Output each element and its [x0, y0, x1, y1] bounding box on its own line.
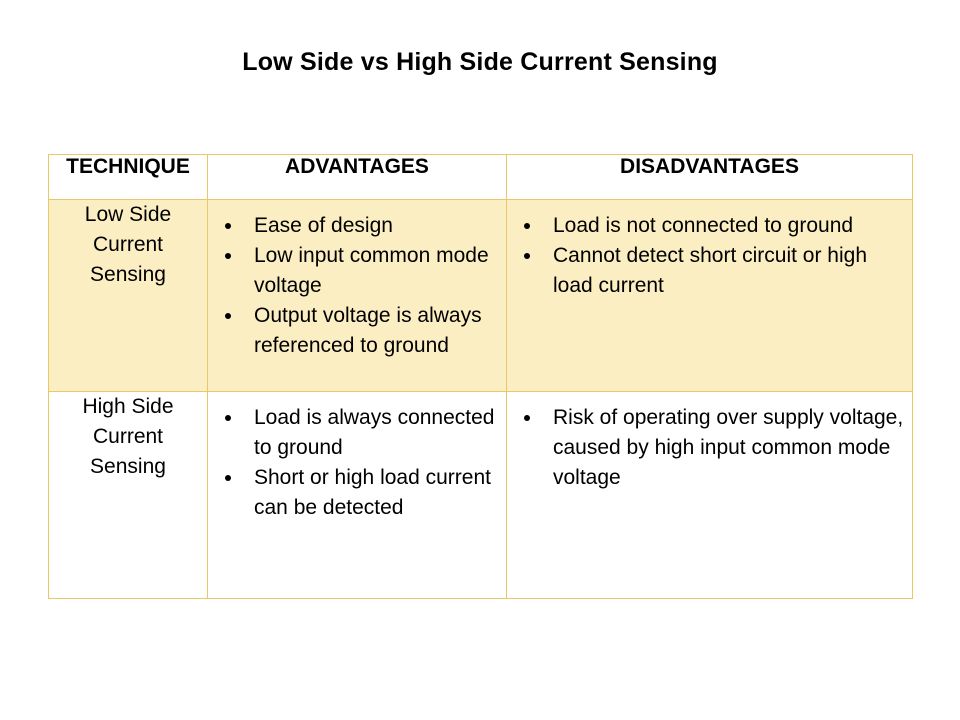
disadvantages-list: Risk of operating over supply voltage, c…: [507, 392, 912, 501]
disadvantages-list: Load is not connected to ground Cannot d…: [507, 200, 912, 309]
column-header-advantages: ADVANTAGES: [207, 154, 507, 200]
page-title: Low Side vs High Side Current Sensing: [242, 48, 718, 76]
table-row: Low Side Current Sensing Ease of design …: [48, 199, 913, 392]
technique-line: Current: [92, 233, 164, 256]
cell-technique-high-side: High Side Current Sensing: [48, 391, 208, 599]
advantages-list: Ease of design Low input common mode vol…: [208, 200, 506, 369]
cell-disadvantages-high-side: Risk of operating over supply voltage, c…: [506, 391, 913, 599]
table-row: High Side Current Sensing Load is always…: [48, 391, 913, 599]
list-item: Low input common mode voltage: [221, 241, 498, 301]
technique-line: Current: [92, 425, 164, 448]
list-item: Output voltage is always referenced to g…: [221, 301, 498, 361]
list-item: Load is always connected to ground: [221, 403, 498, 463]
technique-line: Sensing: [90, 263, 166, 286]
technique-line: High Side: [82, 395, 174, 418]
table-header-row: TECHNIQUE ADVANTAGES DISADVANTAGES: [48, 154, 913, 200]
cell-advantages-high-side: Load is always connected to ground Short…: [207, 391, 507, 599]
list-item: Risk of operating over supply voltage, c…: [520, 403, 904, 493]
column-header-disadvantages: DISADVANTAGES: [506, 154, 913, 200]
list-item: Cannot detect short circuit or high load…: [520, 241, 904, 301]
column-header-technique: TECHNIQUE: [48, 154, 208, 200]
list-item: Short or high load current can be detect…: [221, 463, 498, 523]
advantages-list: Load is always connected to ground Short…: [208, 392, 506, 531]
list-item: Load is not connected to ground: [520, 211, 904, 241]
comparison-table: TECHNIQUE ADVANTAGES DISADVANTAGES Low S…: [48, 154, 913, 599]
technique-line: Sensing: [90, 455, 166, 478]
list-item: Ease of design: [221, 211, 498, 241]
cell-advantages-low-side: Ease of design Low input common mode vol…: [207, 199, 507, 392]
technique-line: Low Side: [84, 203, 172, 226]
cell-disadvantages-low-side: Load is not connected to ground Cannot d…: [506, 199, 913, 392]
cell-technique-low-side: Low Side Current Sensing: [48, 199, 208, 392]
